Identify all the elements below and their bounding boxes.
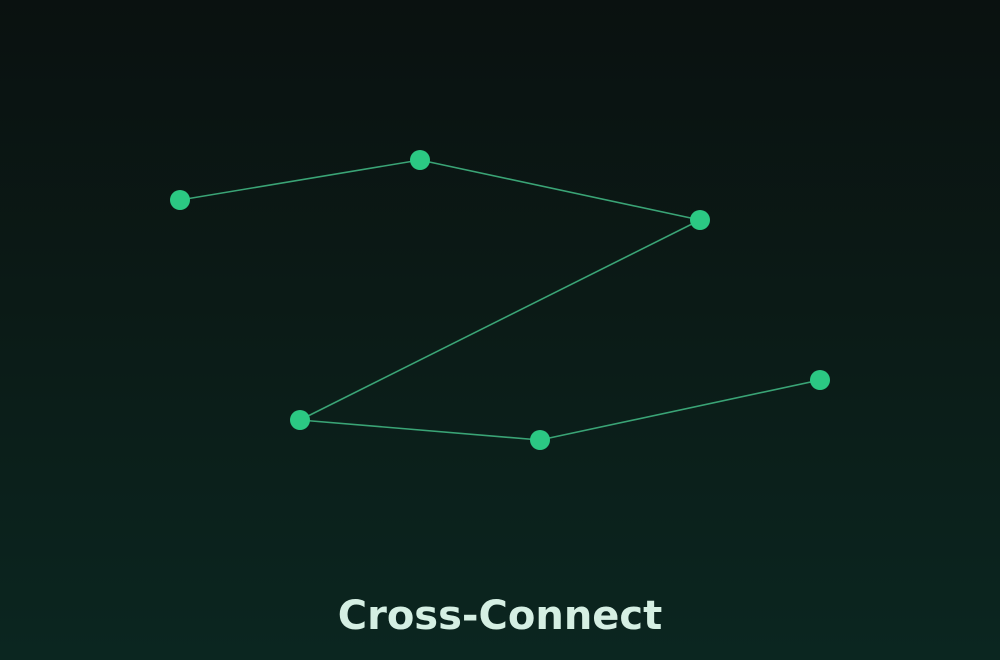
node[interactable] [410,150,430,170]
edge [299,219,701,421]
edge [419,159,701,221]
edge [539,379,821,441]
node[interactable] [690,210,710,230]
edge-layer [179,159,821,441]
node[interactable] [530,430,550,450]
edge [179,159,421,201]
node[interactable] [170,190,190,210]
node-layer [170,150,830,450]
node[interactable] [290,410,310,430]
node[interactable] [810,370,830,390]
game-title: Cross-Connect [337,593,663,639]
edge [299,419,541,441]
